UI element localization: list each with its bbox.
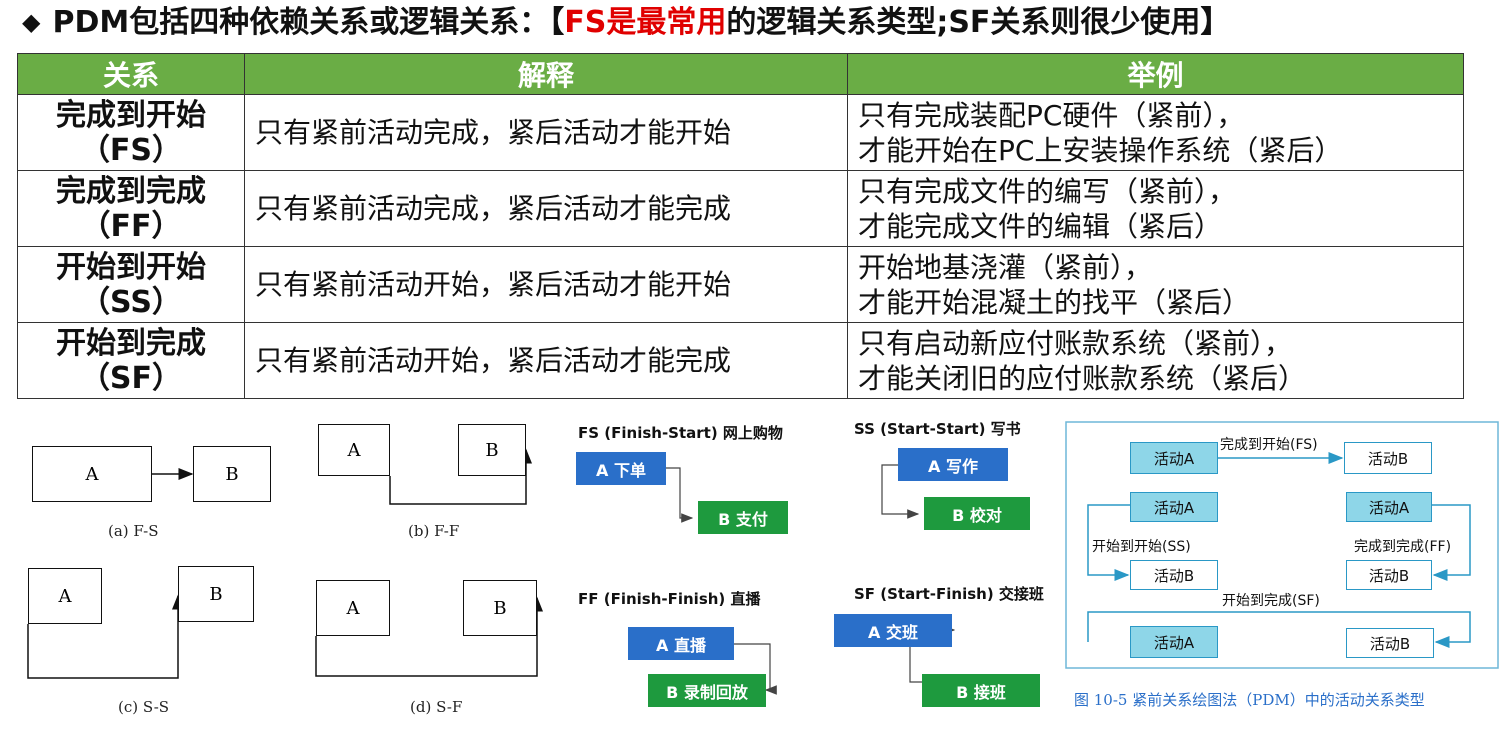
fs-b-box: B 支付 <box>698 501 788 534</box>
box-b: B <box>458 424 526 476</box>
diamond-bullet-icon: ◆ <box>22 8 41 36</box>
fs-a-box: A 下单 <box>576 452 666 485</box>
ff-b-box: B 录制回放 <box>648 674 766 707</box>
box-b: B <box>193 446 271 502</box>
fig-activity-a: 活动A <box>1130 442 1218 474</box>
fig-activity-b: 活动B <box>1346 560 1432 590</box>
figure-caption: 图 10-5 紧前关系绘图法（PDM）中的活动关系类型 <box>1074 691 1425 709</box>
example-cell: 只有完成文件的编写（紧前），才能完成文件的编辑（紧后） <box>847 170 1464 247</box>
sf-label: SF (Start-Finish) 交接班 <box>854 585 1044 603</box>
fig-label-sf: 开始到完成(SF) <box>1222 593 1320 609</box>
ff-a-box: A 直播 <box>628 627 734 660</box>
fig-activity-a: 活动A <box>1130 626 1218 658</box>
page-title: ◆ PDM包括四种依赖关系或逻辑关系：【FS是最常用的逻辑关系类型;SF关系则很少… <box>22 2 1230 44</box>
ss-b-box: B 校对 <box>924 497 1030 530</box>
explain-cell: 只有紧前活动完成，紧后活动才能开始 <box>244 94 848 171</box>
title-prefix: PDM包括四种依赖关系或逻辑关系：【 <box>52 5 565 40</box>
sf-a-box: A 交班 <box>834 614 952 647</box>
title-highlight: FS是最常用 <box>564 5 727 40</box>
explain-cell: 只有紧前活动开始，紧后活动才能完成 <box>244 322 848 399</box>
header-explain: 解释 <box>244 53 848 95</box>
box-a: A <box>316 580 390 636</box>
fs-label: FS (Finish-Start) 网上购物 <box>578 424 783 442</box>
box-a: A <box>318 424 390 476</box>
relation-cell: 开始到开始（SS） <box>17 246 245 323</box>
example-cell: 开始地基浇灌（紧前），才能开始混凝土的找平（紧后） <box>847 246 1464 323</box>
fig-activity-a: 活动A <box>1130 492 1218 522</box>
example-cell: 只有完成装配PC硬件（紧前），才能开始在PC上安装操作系统（紧后） <box>847 94 1464 171</box>
table-row: 开始到完成（SF） 只有紧前活动开始，紧后活动才能完成 只有启动新应付账款系统（… <box>17 322 1464 399</box>
table-row: 完成到完成（FF） 只有紧前活动完成，紧后活动才能完成 只有完成文件的编写（紧前… <box>17 170 1464 247</box>
caption-fs: (a) F-S <box>108 522 159 540</box>
caption-ff: (b) F-F <box>408 522 460 540</box>
box-b: B <box>178 566 254 622</box>
table-header-row: 关系 解释 举例 <box>17 53 1464 95</box>
caption-ss: (c) S-S <box>118 698 170 716</box>
box-a: A <box>28 568 102 624</box>
relation-cell: 完成到开始（FS） <box>17 94 245 171</box>
diagram-area: A B (a) F-S A B (b) F-F A B (c) S-S A B … <box>12 408 1500 726</box>
fig-activity-b: 活动B <box>1130 560 1218 590</box>
fig-activity-b: 活动B <box>1346 628 1434 658</box>
fig-label-ff: 完成到完成(FF) <box>1354 539 1452 555</box>
fig-label-fs: 完成到开始(FS) <box>1220 437 1318 453</box>
fig-activity-b: 活动B <box>1344 442 1432 474</box>
fig-label-ss: 开始到开始(SS) <box>1092 539 1191 555</box>
example-cell: 只有启动新应付账款系统（紧前），才能关闭旧的应付账款系统（紧后） <box>847 322 1464 399</box>
relationship-table: 关系 解释 举例 完成到开始（FS） 只有紧前活动完成，紧后活动才能开始 只有完… <box>17 53 1464 399</box>
ss-a-box: A 写作 <box>898 448 1008 481</box>
header-relation: 关系 <box>17 53 245 95</box>
connector-lines <box>27 421 1499 695</box>
ss-label: SS (Start-Start) 写书 <box>854 420 1021 438</box>
table-row: 开始到开始（SS） 只有紧前活动开始，紧后活动才能开始 开始地基浇灌（紧前），才… <box>17 246 1464 323</box>
header-example: 举例 <box>847 53 1464 95</box>
relation-cell: 开始到完成（SF） <box>17 322 245 399</box>
explain-cell: 只有紧前活动开始，紧后活动才能开始 <box>244 246 848 323</box>
box-a: A <box>32 446 152 502</box>
explain-cell: 只有紧前活动完成，紧后活动才能完成 <box>244 170 848 247</box>
sf-b-box: B 接班 <box>922 674 1040 707</box>
table-row: 完成到开始（FS） 只有紧前活动完成，紧后活动才能开始 只有完成装配PC硬件（紧… <box>17 94 1464 171</box>
title-suffix: 的逻辑关系类型;SF关系则很少使用】 <box>726 5 1231 40</box>
ff-label: FF (Finish-Finish) 直播 <box>578 590 761 608</box>
fig-activity-a: 活动A <box>1346 492 1432 522</box>
caption-sf: (d) S-F <box>410 698 463 716</box>
box-b: B <box>463 580 537 636</box>
relation-cell: 完成到完成（FF） <box>17 170 245 247</box>
